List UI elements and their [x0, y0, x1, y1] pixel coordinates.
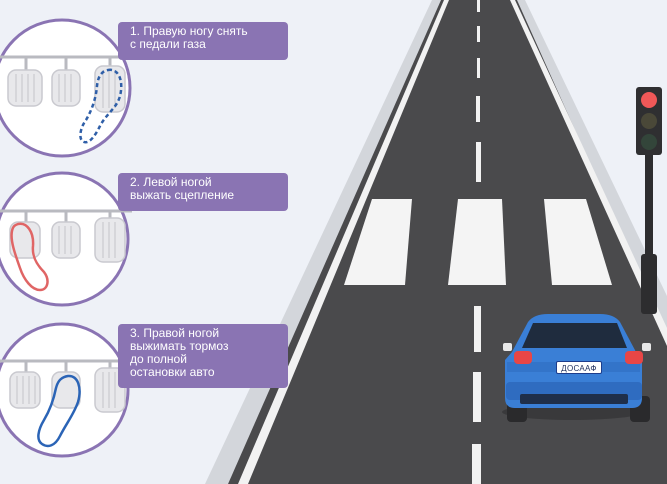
crosswalk: [344, 199, 612, 285]
pedal-panel-icon: [0, 322, 132, 458]
road-edge-line-right: [510, 0, 667, 346]
step-1-line-1: 1. Правую ногу снять: [130, 24, 248, 38]
step-3-line-4: остановки авто: [130, 365, 215, 379]
pedal-panel-icon: [0, 171, 132, 307]
footprint-icon: [79, 68, 123, 144]
gas-pedal: [94, 217, 126, 263]
step-3-line-1: 3. Правой ногой: [130, 326, 220, 340]
traffic-light-green: [641, 134, 657, 150]
clutch-pedal: [7, 69, 43, 107]
step-1-line-2: с педали газа: [130, 37, 206, 51]
step-1-label: 1. Правую ногу снять с педали газа: [118, 22, 288, 60]
step-3-line-3: до полной: [130, 352, 187, 366]
pedal-panel-icon: [0, 18, 132, 158]
center-dashed-line: [472, 0, 481, 484]
step-3-label: 3. Правой ногой выжимать тормоз до полно…: [118, 324, 288, 388]
step-2-line-1: 2. Левой ногой: [130, 175, 212, 189]
step-2-label: 2. Левой ногой выжать сцепление: [118, 173, 288, 211]
gas-pedal: [94, 65, 126, 113]
brake-pedal: [51, 221, 81, 259]
footprint-icon: [10, 222, 49, 292]
road-edge-line-left: [238, 0, 449, 484]
traffic-light-yellow: [641, 113, 657, 129]
traffic-light-red: [641, 92, 657, 108]
step-2-line-2: выжать сцепление: [130, 188, 235, 202]
license-plate: ДОСААФ: [556, 361, 602, 374]
traffic-light-icon: [636, 87, 662, 314]
step-3-line-2: выжимать тормоз: [130, 339, 229, 353]
brake-pedal: [51, 69, 81, 107]
footprint-icon: [37, 374, 81, 448]
